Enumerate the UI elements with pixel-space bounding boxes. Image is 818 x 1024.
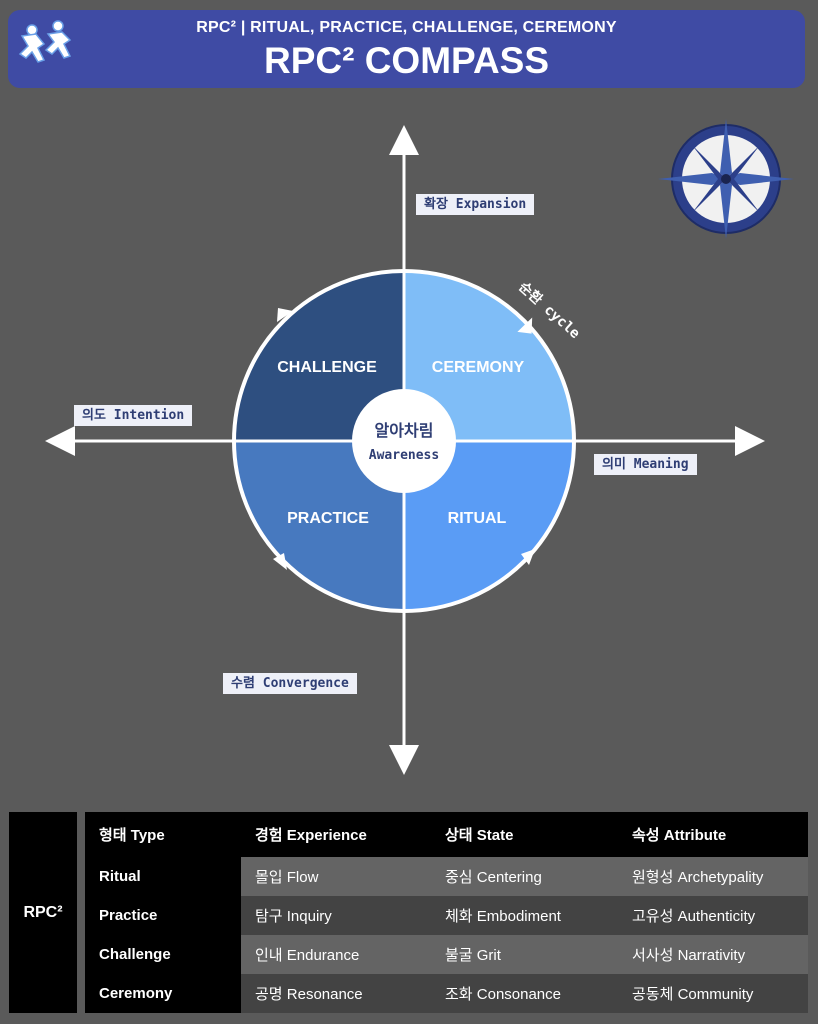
jumping-figures-icon <box>18 20 72 63</box>
quadrant-ritual <box>404 441 574 611</box>
table-cell: 서사성 Narrativity <box>618 935 808 974</box>
table-grid: 형태 Type 경험 Experience 상태 State 속성 Attrib… <box>85 812 808 1013</box>
table-header-experience: 경험 Experience <box>255 827 367 844</box>
cycle-arrow-sw <box>273 553 287 570</box>
cycle-arrow-ne <box>517 317 533 334</box>
table-cell: 불굴 Grit <box>431 935 618 974</box>
table-row-challenge-type: Challenge <box>85 935 241 974</box>
table-header-state: 상태 State <box>445 827 514 844</box>
quadrant-practice <box>234 441 404 611</box>
table-cell: 중심 Centering <box>431 857 618 896</box>
quadrant-challenge <box>234 271 404 441</box>
label-practice: PRACTICE <box>287 510 369 527</box>
table-cell: 조화 Consonance <box>431 974 618 1013</box>
table-cell: 원형성 Archetypality <box>618 857 808 896</box>
center-label-korean: 알아차림 <box>375 421 434 440</box>
axis-label-convergence: 수렴 Convergence <box>223 673 357 694</box>
header-subtitle: RPC² | RITUAL, PRACTICE, CHALLENGE, CERE… <box>196 19 617 36</box>
header-title: RPC² COMPASS <box>263 40 550 81</box>
cycle-arrow-se <box>521 549 535 565</box>
center-awareness-circle <box>352 389 456 493</box>
axis-label-expansion: 확장 Expansion <box>416 194 535 215</box>
label-challenge: CHALLENGE <box>277 359 377 376</box>
compass-rose-icon <box>658 119 794 239</box>
center-label-english: Awareness <box>369 448 439 463</box>
label-ceremony: CEREMONY <box>432 359 525 376</box>
quadrant-ceremony <box>404 271 574 441</box>
axis-label-meaning: 의미 Meaning <box>594 454 697 475</box>
rpc-table: RPC² 형태 Type 경험 Experience 상태 State 속성 A… <box>9 812 808 1013</box>
table-cell: 인내 Endurance <box>241 935 431 974</box>
table-cell: 고유성 Authenticity <box>618 896 808 935</box>
table-cell: 몰입 Flow <box>241 857 431 896</box>
table-rpc-label: RPC² <box>9 812 77 1013</box>
table-cell: 공동체 Community <box>618 974 808 1013</box>
table-header-type: 형태 Type <box>99 827 165 844</box>
table-header-row <box>85 812 808 857</box>
table-row-ceremony-type: Ceremony <box>85 974 241 1013</box>
table-header-attribute: 속성 Attribute <box>632 827 727 844</box>
axis-label-intention: 의도 Intention <box>74 405 193 426</box>
cycle-arrow-nw <box>277 308 293 322</box>
table-row-practice-type: Practice <box>85 896 241 935</box>
table-cell: 탐구 Inquiry <box>241 896 431 935</box>
label-ritual: RITUAL <box>448 510 507 527</box>
header-banner: RPC² | RITUAL, PRACTICE, CHALLENGE, CERE… <box>8 10 805 88</box>
table-row-ritual-type: Ritual <box>85 857 241 896</box>
table-cell: 체화 Embodiment <box>431 896 618 935</box>
table-cell: 공명 Resonance <box>241 974 431 1013</box>
